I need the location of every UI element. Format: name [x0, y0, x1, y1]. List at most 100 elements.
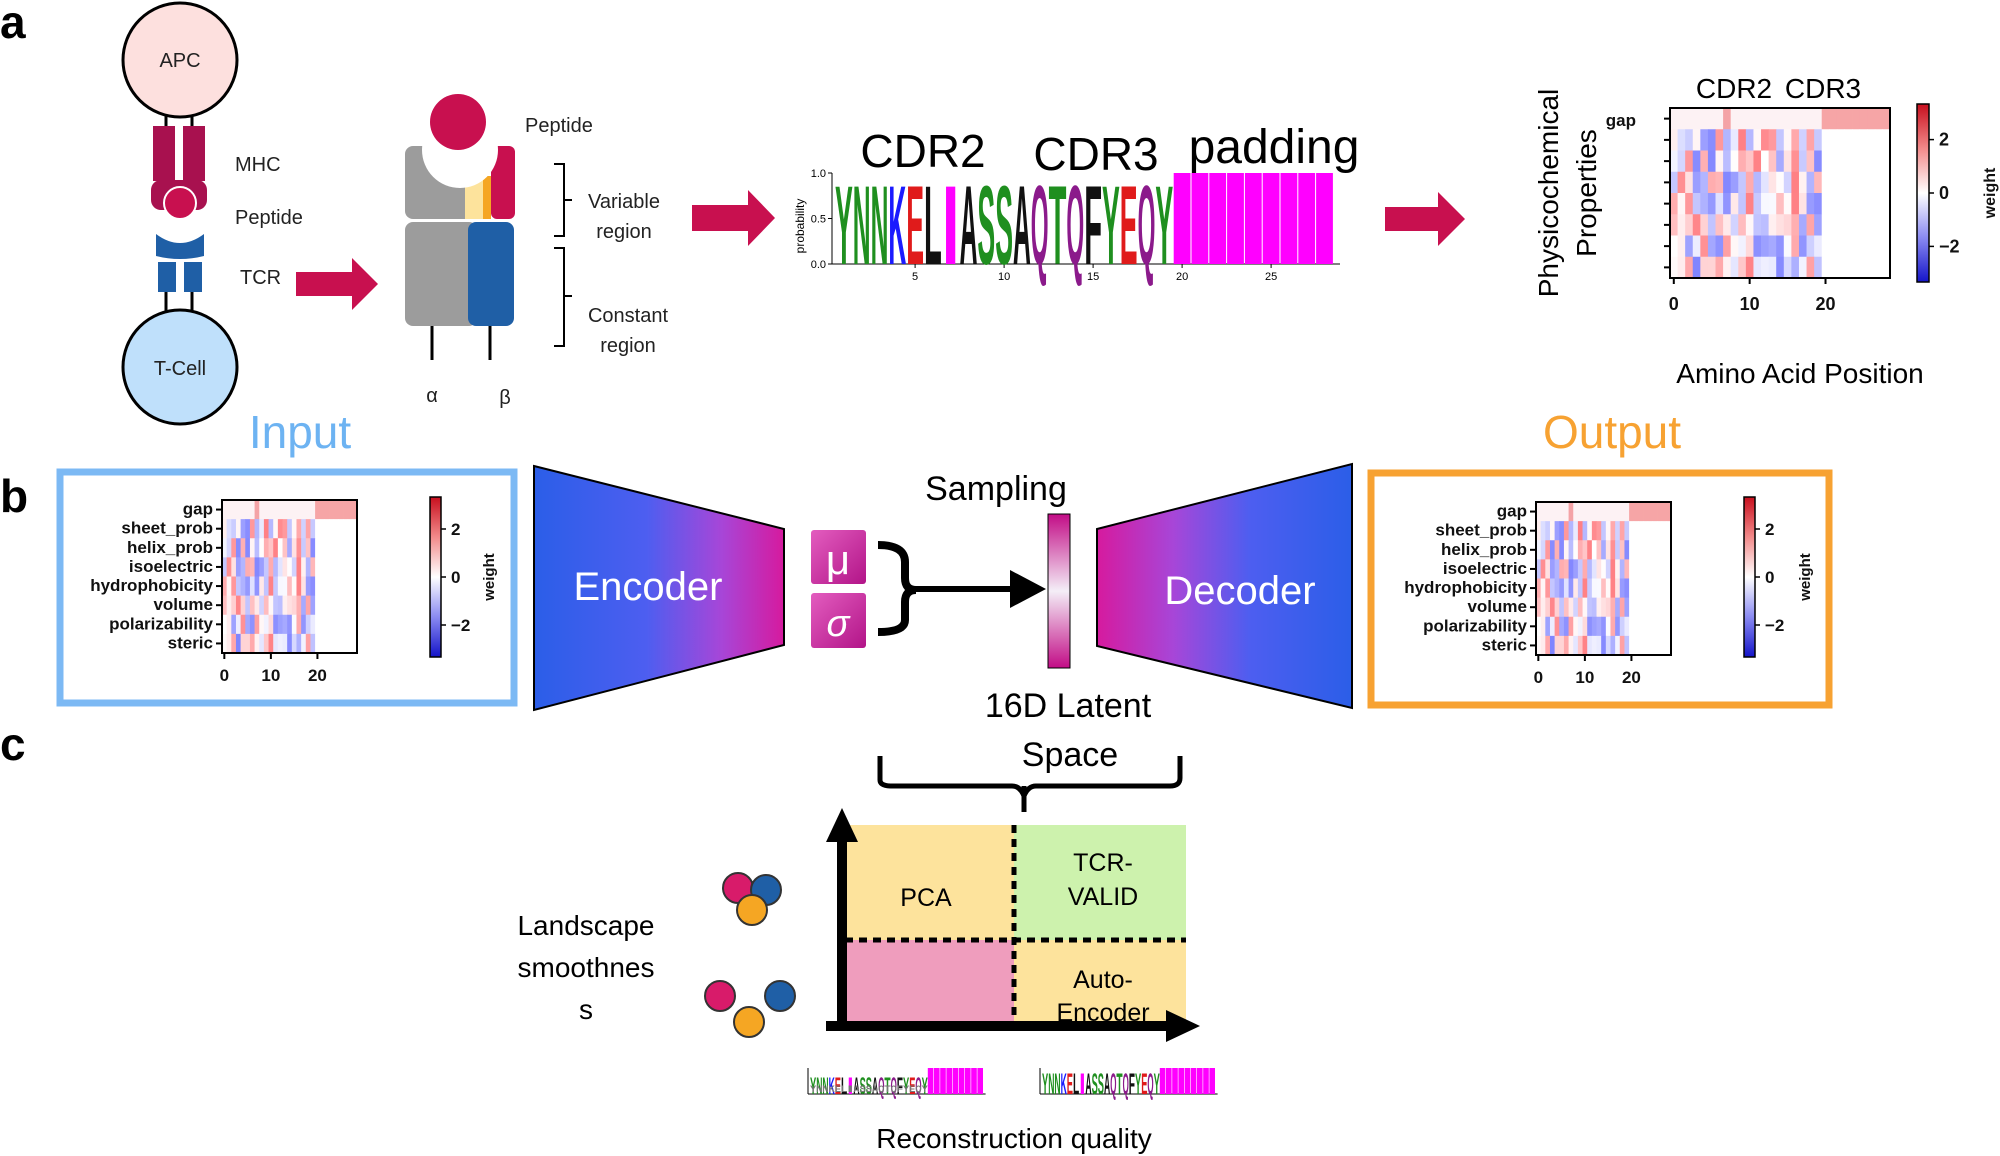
- heatmap-cell: [1776, 235, 1785, 258]
- heatmap-cell: [1624, 597, 1630, 618]
- mini-logo-padding: [965, 1068, 971, 1094]
- heatmap-cell: [1776, 214, 1785, 236]
- heatmap-cell: [324, 557, 330, 577]
- svg-text:F: F: [897, 1084, 904, 1094]
- heatmap-cell: [1723, 129, 1732, 151]
- heatmap-cell: [277, 538, 283, 558]
- heatmap-cell: [1692, 214, 1701, 236]
- heatmap-row-label: steric: [1482, 635, 1527, 654]
- heatmap-cell: [254, 519, 260, 539]
- heatmap-cell: [1591, 540, 1597, 560]
- variable-label-1: Variable: [588, 191, 660, 213]
- heatmap-cell: [1657, 521, 1663, 541]
- heatmap-cell: [1647, 559, 1653, 579]
- heatmap-cell: [249, 595, 255, 616]
- heatmap-cell: [347, 538, 353, 558]
- logo-letter: E: [906, 163, 924, 288]
- heatmap-cell: [259, 500, 265, 520]
- heatmap-cell: [1605, 616, 1611, 637]
- mini-logo-padding: [940, 1068, 946, 1094]
- heatmap-cell: [315, 633, 321, 654]
- heatmap-cell: [1633, 635, 1639, 656]
- logo-letter: Y: [835, 163, 853, 288]
- alpha-label: α: [426, 385, 438, 407]
- heatmap-cell: [1596, 635, 1602, 656]
- mini-logo-letter: Y: [1135, 1068, 1141, 1101]
- heatmap-cell: [329, 557, 335, 577]
- heatmap-cell: [1666, 521, 1672, 541]
- heatmap-cell: [249, 500, 255, 520]
- heatmap-cell: [1591, 597, 1597, 618]
- heatmap-cell: [329, 538, 335, 558]
- heatmap-cell: [1745, 193, 1754, 215]
- heatmap-row-label: sheet_prob: [1435, 521, 1527, 540]
- heatmap-cell: [1859, 256, 1868, 279]
- heatmap-cell: [1783, 129, 1792, 151]
- heatmap-cell: [1624, 502, 1630, 522]
- heatmap-cell: [1563, 502, 1569, 522]
- heatmap-cell: [1707, 193, 1716, 215]
- mini-logo-letter: Q: [915, 1073, 921, 1100]
- logo-xtick: 15: [1087, 271, 1099, 283]
- logo-ylabel: probability: [793, 199, 807, 254]
- heatmap-cell: [1874, 256, 1883, 279]
- heatmap-cell: [324, 614, 330, 635]
- heatmap-cell: [1661, 502, 1667, 522]
- heatmap-cell: [305, 519, 311, 539]
- heatmap-cell: [347, 595, 353, 616]
- heatmap-cell: [1761, 256, 1770, 279]
- heatmap-row-label: polarizability: [109, 614, 213, 633]
- heatmap-cell: [1624, 559, 1630, 579]
- heatmap-cell: [1647, 540, 1653, 560]
- heatmap-cell: [1730, 193, 1739, 215]
- heatmap-cell: [1707, 129, 1716, 151]
- svg-text:N: N: [816, 1084, 822, 1094]
- apc-tcell-diagram: APC MHC Peptide TCR T-Cell: [121, 1, 303, 426]
- heatmap-cell: [1761, 214, 1770, 236]
- heatmap-cell: [1859, 150, 1868, 173]
- quadrant-top-right: [1014, 825, 1186, 940]
- heatmap-cell: [1768, 193, 1777, 215]
- heatmap-cell: [1540, 616, 1546, 637]
- heatmap-cell: [1643, 578, 1649, 599]
- logo-padding-cell: [1173, 173, 1191, 264]
- heatmap-cell: [319, 538, 325, 558]
- heatmap-cell: [1715, 214, 1724, 236]
- ylabel-3: s: [579, 994, 593, 1025]
- heatmap-cell: [1761, 171, 1770, 194]
- logo-padding-cell: [1191, 173, 1209, 264]
- logo-letter: A: [960, 163, 978, 288]
- heatmap-cell: [1633, 521, 1639, 541]
- heatmap-cell: [240, 538, 246, 558]
- mini-logo-letter: Y: [1154, 1068, 1160, 1101]
- heatmap-cell: [1685, 193, 1694, 215]
- heatmap-cell: [1852, 235, 1861, 258]
- heatmap-cell: [1657, 559, 1663, 579]
- heatmap-cell: [245, 595, 251, 616]
- colorbar-tick: 0: [451, 568, 460, 587]
- arrow-2: [692, 190, 775, 246]
- heatmap-cell: [263, 614, 269, 635]
- heatmap-cell: [1587, 502, 1593, 522]
- heatmap-cell: [333, 576, 339, 597]
- heatmap-cell: [343, 557, 349, 577]
- heatmap-cell: [301, 614, 307, 635]
- heatmap-cell: [1629, 540, 1635, 560]
- heatmap-cell: [333, 500, 339, 520]
- heatmap-cell: [1545, 635, 1551, 656]
- heatmap-cell: [1874, 108, 1883, 130]
- heatmap-cell: [1821, 129, 1830, 151]
- heatmap-cell: [273, 557, 279, 577]
- heatmap-row-label: isoelectric: [129, 557, 213, 576]
- heatmap-cell: [1549, 578, 1556, 599]
- heatmap-cell: [1596, 597, 1602, 618]
- heatmap-cell: [1844, 129, 1853, 151]
- heatmap-cell: [249, 557, 255, 577]
- heatmap-cell: [277, 557, 283, 577]
- heatmap-cell: [1582, 521, 1588, 541]
- heatmap-cell: [1806, 193, 1815, 215]
- heatmap-cell: [277, 500, 283, 520]
- heatmap-cell: [1700, 150, 1709, 173]
- heatmap-cell: [1573, 635, 1579, 656]
- heatmap-cell: [1577, 597, 1583, 618]
